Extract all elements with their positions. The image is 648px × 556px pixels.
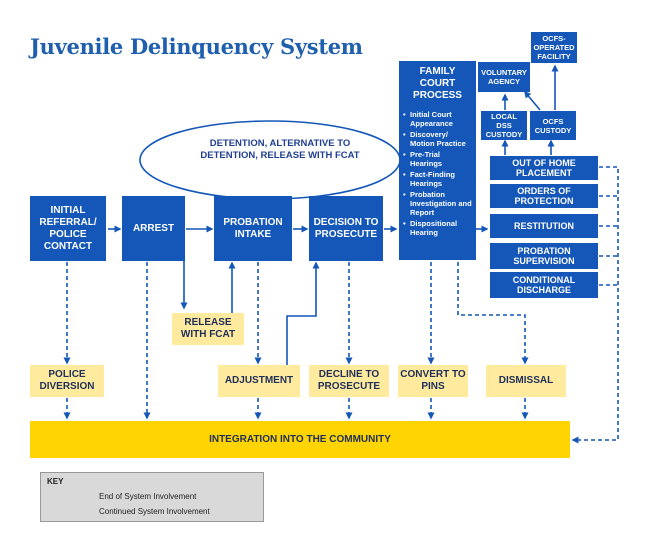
orders-of-protection-box: ORDERS OF PROTECTION xyxy=(490,184,598,208)
ocfs-facility-box: OCFS-OPERATED FACILITY xyxy=(531,32,577,63)
legend-key: KEY End of System Involvement Continued … xyxy=(40,472,264,522)
arrow-adjustment-to-decision xyxy=(286,261,320,368)
ocfs-custody-box: OCFS CUSTODY xyxy=(530,111,576,140)
family-court-step: Pre-Trial Hearings xyxy=(403,150,472,168)
family-court-step: Dispositional Hearing xyxy=(403,219,472,237)
probation-supervision-box: PROBATION SUPERVISION xyxy=(490,243,598,269)
voluntary-agency-box: VOLUNTARY AGENCY xyxy=(478,62,530,92)
integration-into-community-bar: INTEGRATION INTO THE COMMUNITY xyxy=(30,421,570,458)
arrow-ocfs-to-voluntary xyxy=(524,90,541,111)
family-court-step: Fact-Finding Hearings xyxy=(403,170,472,188)
key-solid-label: Continued System Involvement xyxy=(99,507,210,516)
family-court-step: Probation Investigation and Report xyxy=(403,190,472,217)
initial-referral-box: INITIAL REFERRAL/ POLICE CONTACT xyxy=(30,196,106,261)
release-with-fcat-box: RELEASE WITH FCAT xyxy=(172,313,244,345)
dashed-court-to-dismissal xyxy=(457,262,529,365)
police-diversion-box: POLICE DIVERSION xyxy=(30,365,104,397)
restitution-box: RESTITUTION xyxy=(490,214,598,238)
key-dashed-label: End of System Involvement xyxy=(99,492,197,501)
decision-to-prosecute-box: DECISION TO PROSECUTE xyxy=(309,196,383,261)
family-court-title: FAMILY COURT PROCESS xyxy=(413,66,462,101)
key-title: KEY xyxy=(47,477,64,486)
local-dss-custody-box: LOCAL DSS CUSTODY xyxy=(481,111,527,140)
decline-to-prosecute-box: DECLINE TO PROSECUTE xyxy=(309,365,389,397)
convert-to-pins-box: CONVERT TO PINS xyxy=(398,365,468,397)
conditional-discharge-box: CONDITIONAL DISCHARGE xyxy=(490,272,598,298)
family-court-step: Initial Court Appearance xyxy=(403,110,472,128)
family-court-steps: Initial Court Appearance Discovery/ Moti… xyxy=(403,110,472,237)
out-of-home-placement-box: OUT OF HOME PLACEMENT xyxy=(490,156,598,180)
adjustment-box: ADJUSTMENT xyxy=(218,365,300,397)
detention-oval-label: DETENTION, ALTERNATIVE TO DETENTION, REL… xyxy=(200,138,360,161)
dismissal-box: DISMISSAL xyxy=(486,365,566,397)
arrest-box: ARREST xyxy=(122,196,185,261)
probation-intake-box: PROBATION INTAKE xyxy=(214,196,292,261)
dashed-dispositions-to-integration xyxy=(571,166,619,444)
page-title: Juvenile Delinquency System xyxy=(30,34,363,59)
family-court-process-box: FAMILY COURT PROCESS Initial Court Appea… xyxy=(399,61,476,260)
family-court-step: Discovery/ Motion Practice xyxy=(403,130,472,148)
